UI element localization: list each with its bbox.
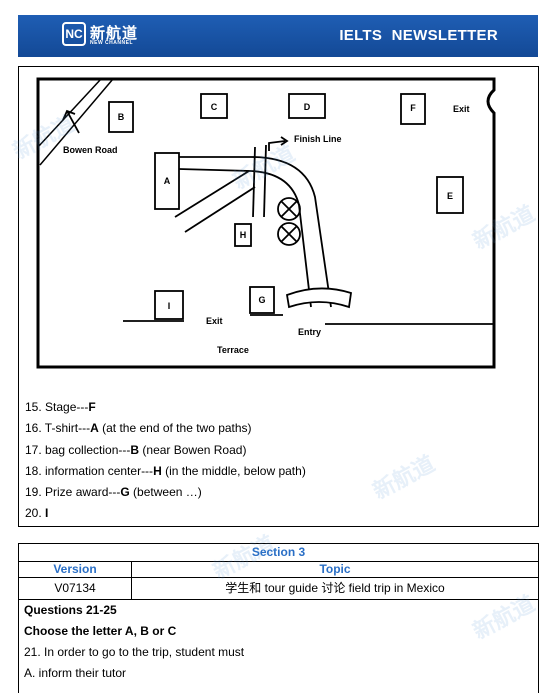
svg-text:A: A: [164, 176, 171, 186]
box-h: H: [234, 223, 252, 247]
finish-line-label: Finish Line: [294, 134, 342, 144]
version-cell: V07134: [19, 578, 132, 599]
answer-16: 16. T-shirt---A (at the end of the two p…: [25, 421, 252, 436]
box-g: G: [249, 286, 275, 314]
svg-text:F: F: [410, 103, 416, 113]
answer-list: 15. Stage---F 16. T-shirt---A (at the en…: [25, 397, 306, 525]
box-c: C: [200, 93, 228, 119]
version-header: Version: [19, 562, 132, 577]
svg-text:C: C: [211, 102, 218, 112]
entry-label: Entry: [298, 327, 321, 337]
box-f: F: [400, 93, 426, 125]
logo-english-name: NEW CHANNEL: [90, 40, 133, 46]
bowen-road-edge-2: [39, 78, 114, 166]
bowen-road-edge-1: [37, 78, 102, 148]
svg-text:D: D: [304, 102, 311, 112]
question-21: 21. In order to go to the trip, student …: [24, 645, 245, 659]
section-3-table: Section 3 Version Topic V07134 学生和 tour …: [18, 543, 539, 693]
answer-18: 18. information center---H (in the middl…: [25, 463, 306, 478]
box-b: B: [108, 101, 134, 133]
map-border: [36, 77, 496, 369]
answer-20: 20. I: [25, 506, 49, 521]
exit-right-label: Exit: [453, 104, 470, 114]
svg-text:G: G: [258, 295, 265, 305]
answer-17: 17. bag collection---B (near Bowen Road): [25, 442, 247, 457]
answer-19: 19. Prize award---G (between …): [25, 485, 202, 500]
questions-heading: Questions 21-25: [24, 603, 117, 617]
box-i: I: [154, 290, 184, 320]
questions-block: Questions 21-25 Choose the letter A, B o…: [24, 600, 244, 684]
logo-mark: NC: [62, 22, 86, 46]
svg-text:B: B: [118, 112, 125, 122]
entry-gate: [285, 287, 352, 309]
newsletter-title: IELTS NEWSLETTER: [339, 27, 498, 44]
logo-chinese-name: 新航道: [90, 24, 139, 42]
svg-text:H: H: [240, 230, 247, 240]
table-header-row: Version Topic: [19, 562, 538, 578]
svg-text:E: E: [447, 191, 453, 201]
box-a: A: [154, 152, 180, 210]
table-row: V07134 学生和 tour guide 讨论 field trip in M…: [19, 578, 538, 600]
map-diagram: Bowen Road B C D F Exit E: [36, 77, 496, 369]
box-d: D: [288, 93, 326, 119]
terrace-label: Terrace: [217, 345, 249, 355]
topic-header: Topic: [319, 562, 351, 576]
section-title: Section 3: [19, 544, 538, 562]
bowen-road-label: Bowen Road: [63, 145, 118, 155]
option-a: A. inform their tutor: [24, 666, 127, 680]
box-e: E: [436, 176, 464, 214]
map-question-box: Bowen Road B C D F Exit E: [18, 66, 539, 527]
bottom-boundary: [123, 314, 494, 325]
new-channel-logo: NC 新航道 NEW CHANNEL: [62, 21, 162, 51]
north-arrow-icon: [62, 109, 80, 134]
questions-instruction: Choose the letter A, B or C: [24, 624, 177, 638]
fountain-icons: [277, 197, 301, 246]
topic-cell: 学生和 tour guide 讨论 field trip in Mexico: [225, 581, 445, 595]
answer-15: 15. Stage---F: [25, 400, 96, 414]
exit-bottom-label: Exit: [206, 316, 223, 326]
newsletter-header: NC 新航道 NEW CHANNEL IELTS NEWSLETTER: [18, 15, 538, 57]
svg-text:I: I: [168, 301, 171, 311]
walking-paths: [174, 136, 332, 308]
